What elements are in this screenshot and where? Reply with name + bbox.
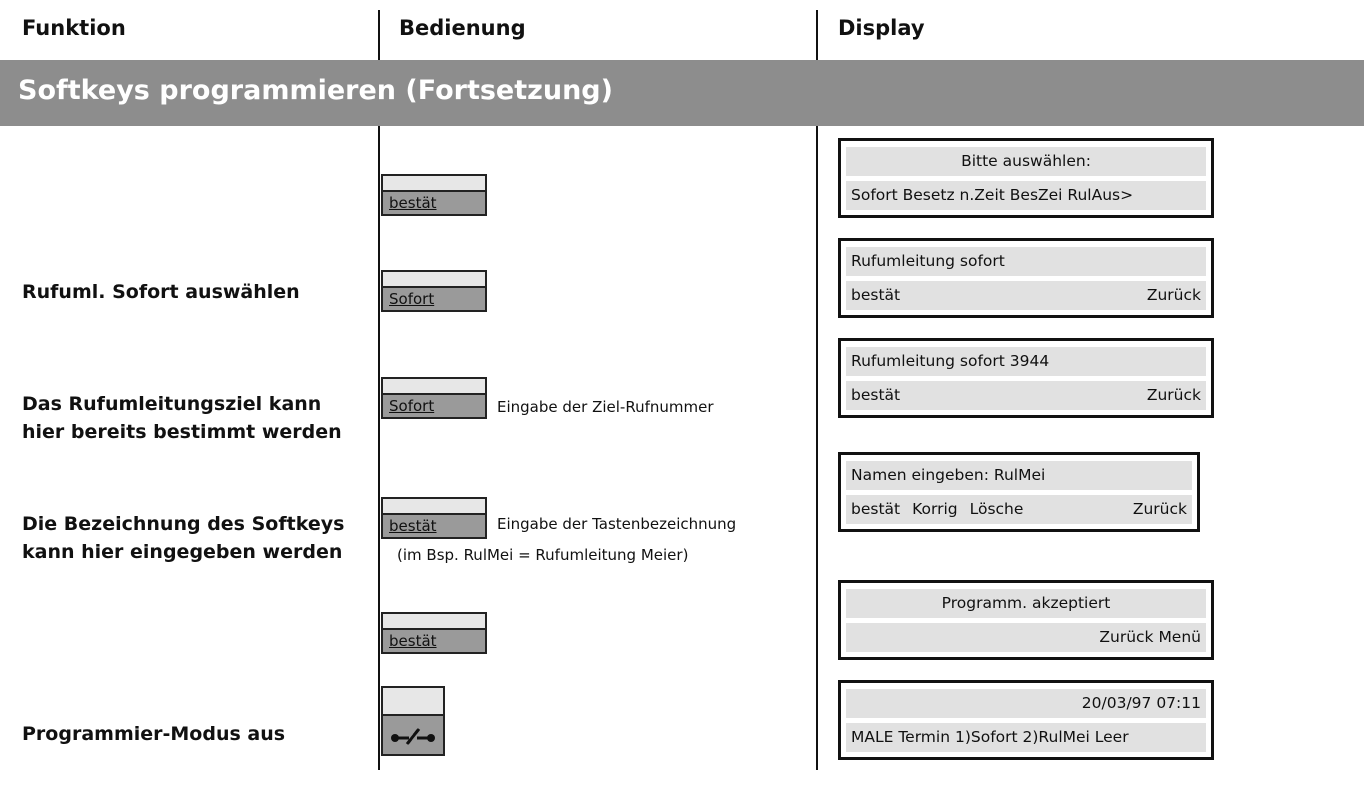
softkey-bestaet[interactable]: bestät	[381, 174, 487, 216]
softkey-bestaet[interactable]: bestät	[381, 612, 487, 654]
display-softkey-label: bestät	[851, 286, 901, 304]
section-banner: Softkeys programmieren (Fortsetzung)	[0, 60, 1364, 126]
display-line-1: Namen eingeben: RulMei	[846, 461, 1192, 490]
display-softkey-label: bestät	[851, 386, 901, 404]
softkey-label: bestät	[389, 632, 437, 650]
display-line-2: Sofort Besetz n.Zeit BesZei RulAus>	[846, 181, 1206, 210]
section-title: Softkeys programmieren (Fortsetzung)	[18, 75, 613, 106]
function-text: Rufuml. Sofort auswählen	[22, 281, 300, 303]
column-divider	[378, 10, 380, 60]
phone-display: Namen eingeben: RulMei bestät Korrig Lös…	[838, 452, 1200, 532]
column-divider	[378, 120, 380, 770]
display-line-2: bestät Zurück	[846, 281, 1206, 310]
function-text: Die Bezeichnung des Softkeys	[22, 513, 345, 535]
function-text: Das Rufumleitungsziel kann	[22, 393, 322, 415]
display-line-1: Bitte auswählen:	[846, 147, 1206, 176]
column-heading-funktion: Funktion	[22, 16, 126, 40]
display-line-1: 20/03/97 07:11	[846, 689, 1206, 718]
phone-display: Bitte auswählen: Sofort Besetz n.Zeit Be…	[838, 138, 1214, 218]
softkey-label: Sofort	[389, 397, 435, 415]
display-line-2: bestät Korrig Lösche Zurück	[846, 495, 1192, 524]
display-softkey-label: Lösche	[969, 500, 1024, 518]
column-heading-bedienung: Bedienung	[399, 16, 526, 40]
key-instruction-example: (im Bsp. RulMei = Rufumleitung Meier)	[397, 546, 689, 564]
display-line-2: bestät Zurück	[846, 381, 1206, 410]
hook-switch-key[interactable]	[381, 686, 445, 756]
display-line-1: Rufumleitung sofort 3944	[846, 347, 1206, 376]
display-softkey-label: bestät	[851, 500, 901, 518]
display-softkey-label: Zurück	[1132, 500, 1187, 518]
column-divider	[816, 10, 818, 60]
function-text: hier bereits bestimmt werden	[22, 421, 342, 443]
function-text: kann hier eingegeben werden	[22, 541, 343, 563]
display-line-2: MALE Termin 1)Sofort 2)RulMei Leer	[846, 723, 1206, 752]
display-softkey-label: Zurück	[1146, 386, 1201, 404]
display-line-1: Programm. akzeptiert	[846, 589, 1206, 618]
softkey-label: bestät	[389, 194, 437, 212]
softkey-bestaet[interactable]: bestät	[381, 497, 487, 539]
key-instruction: Eingabe der Tastenbezeichnung	[497, 515, 737, 533]
display-softkey-label: Zurück	[1146, 286, 1201, 304]
column-divider	[816, 120, 818, 770]
phone-display: Rufumleitung sofort bestät Zurück	[838, 238, 1214, 318]
key-instruction: Eingabe der Ziel-Rufnummer	[497, 398, 714, 416]
softkey-label: bestät	[389, 517, 437, 535]
display-softkey-label: Korrig	[912, 500, 958, 518]
display-line-1: Rufumleitung sofort	[846, 247, 1206, 276]
column-heading-display: Display	[838, 16, 925, 40]
phone-display: 20/03/97 07:11 MALE Termin 1)Sofort 2)Ru…	[838, 680, 1214, 760]
softkey-sofort[interactable]: Sofort	[381, 377, 487, 419]
softkey-label: Sofort	[389, 290, 435, 308]
phone-display: Rufumleitung sofort 3944 bestät Zurück	[838, 338, 1214, 418]
phone-display: Programm. akzeptiert Zurück Menü	[838, 580, 1214, 660]
function-text: Programmier-Modus aus	[22, 723, 286, 745]
softkey-sofort[interactable]: Sofort	[381, 270, 487, 312]
display-line-2: Zurück Menü	[846, 623, 1206, 652]
hook-switch-icon	[391, 728, 435, 745]
